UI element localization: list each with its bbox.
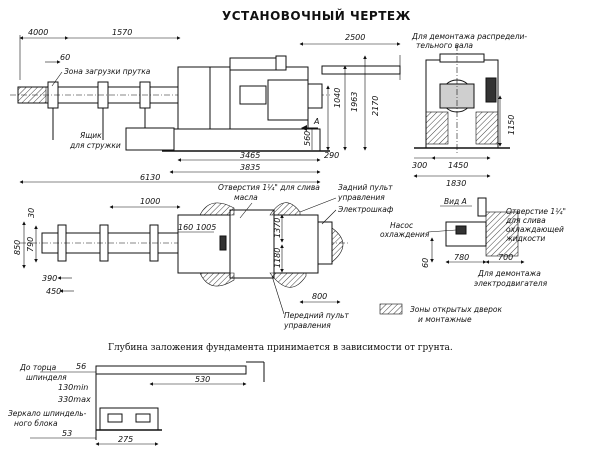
label-chip-box-2: для стружки [69, 141, 121, 150]
dim-56: 56 [76, 362, 86, 371]
dim-1180: 1180 [273, 248, 282, 268]
legend-text-2: и монтажные [418, 315, 472, 324]
label-motor-2: электродвигателя [474, 279, 548, 288]
dim-800: 800 [312, 292, 327, 301]
dim-1040: 1040 [333, 88, 342, 108]
label-oil-drain-1: Отверстия 1¼" для слива [218, 183, 320, 192]
dim-2170: 2170 [371, 96, 380, 116]
plan-view: 1000 30 850 790 160 1005 1370 1180 390 4… [13, 183, 394, 330]
label-electro-cabinet: Электрошкаф [337, 205, 394, 214]
dim-700: 700 [498, 253, 513, 262]
label-spindle-end-2: шпинделя [26, 373, 67, 382]
foundation-note: Глубина заложения фундамента принимается… [108, 342, 453, 353]
dim-300: 300 [412, 161, 427, 170]
dim-6130: 6130 [140, 173, 160, 182]
label-front-panel-1: Передний пульт [284, 311, 349, 320]
dim-290: 290 [324, 151, 339, 160]
dim-130min: 130min [58, 383, 88, 392]
dim-60: 60 [60, 53, 70, 62]
dim-1000: 1000 [140, 197, 160, 206]
dim-790: 790 [26, 237, 35, 252]
dim-30: 30 [27, 208, 36, 218]
drawing-title: УСТАНОВОЧНЫЙ ЧЕРТЕЖ [222, 8, 411, 23]
dim-560: 560 [303, 131, 312, 146]
label-rear-panel-1: Задний пульт [338, 183, 393, 192]
label-disassembly-shaft-1: Для демонтажа распредели- [411, 32, 527, 41]
dim-275: 275 [118, 435, 133, 444]
chip-box [125, 127, 175, 151]
dim-2500: 2500 [345, 33, 365, 42]
label-chip-box-1: Ящик [79, 131, 102, 140]
dim-1370: 1370 [273, 218, 282, 238]
dim-1570: 1570 [112, 28, 132, 37]
label-disassembly-shaft-2: тельного вала [416, 41, 473, 50]
dim-530: 530 [195, 375, 210, 384]
dim-1450: 1450 [448, 161, 468, 170]
dim-view-a-60: 60 [421, 258, 430, 268]
dim-4000: 4000 [28, 28, 48, 37]
side-view: 4000 1570 60 2500 Для демонтажа распреде… [10, 28, 527, 184]
legend-hatch-swatch [379, 303, 403, 315]
label-spindle-end-1: До торца [19, 363, 57, 372]
end-view: 1150 300 1450 1830 [412, 45, 516, 188]
label-mirror-2: ного блока [14, 419, 58, 428]
legend-text-1: Зоны открытых дверок [410, 305, 502, 314]
dim-1150: 1150 [507, 115, 516, 135]
label-pump-2: охлаждения [380, 230, 430, 239]
legend: Зоны открытых дверок и монтажные [379, 303, 502, 324]
dim-390: 390 [42, 274, 57, 283]
label-coolant-drain-2: для слива [505, 216, 546, 225]
label-motor-1: Для демонтажа [477, 269, 541, 278]
dim-1005: 1005 [196, 223, 216, 232]
dim-53: 53 [62, 429, 72, 438]
label-loading-zone: Зона загрузки прутка [64, 67, 151, 76]
label-rear-panel-2: управления [337, 193, 385, 202]
label-coolant-drain-4: жидкости [505, 234, 545, 243]
view-a-title: Вид А [444, 197, 467, 206]
dim-3465: 3465 [240, 151, 260, 160]
label-coolant-drain-3: охлаждающей [506, 225, 564, 234]
label-pump-1: Насос [390, 221, 414, 230]
label-coolant-drain-1: Отверстие 1¼" [506, 207, 566, 216]
dim-1830: 1830 [446, 179, 466, 188]
view-a: Вид А Отверстие 1¼" для слива охлаждающе… [380, 197, 566, 288]
dim-330max: 330max [58, 395, 91, 404]
bottom-view: До торца шпинделя 56 530 130min 330max З… [8, 361, 265, 446]
dim-160: 160 [178, 223, 193, 232]
dim-850: 850 [13, 240, 22, 255]
machine-base [169, 128, 321, 152]
dim-3835: 3835 [240, 163, 260, 172]
view-a-mark: А [313, 117, 319, 126]
label-oil-drain-2: масла [234, 193, 258, 202]
label-mirror-1: Зеркало шпиндель- [8, 409, 87, 418]
label-front-panel-2: управления [283, 321, 331, 330]
dim-450: 450 [46, 287, 61, 296]
dim-780: 780 [454, 253, 469, 262]
dim-1963: 1963 [350, 92, 359, 112]
